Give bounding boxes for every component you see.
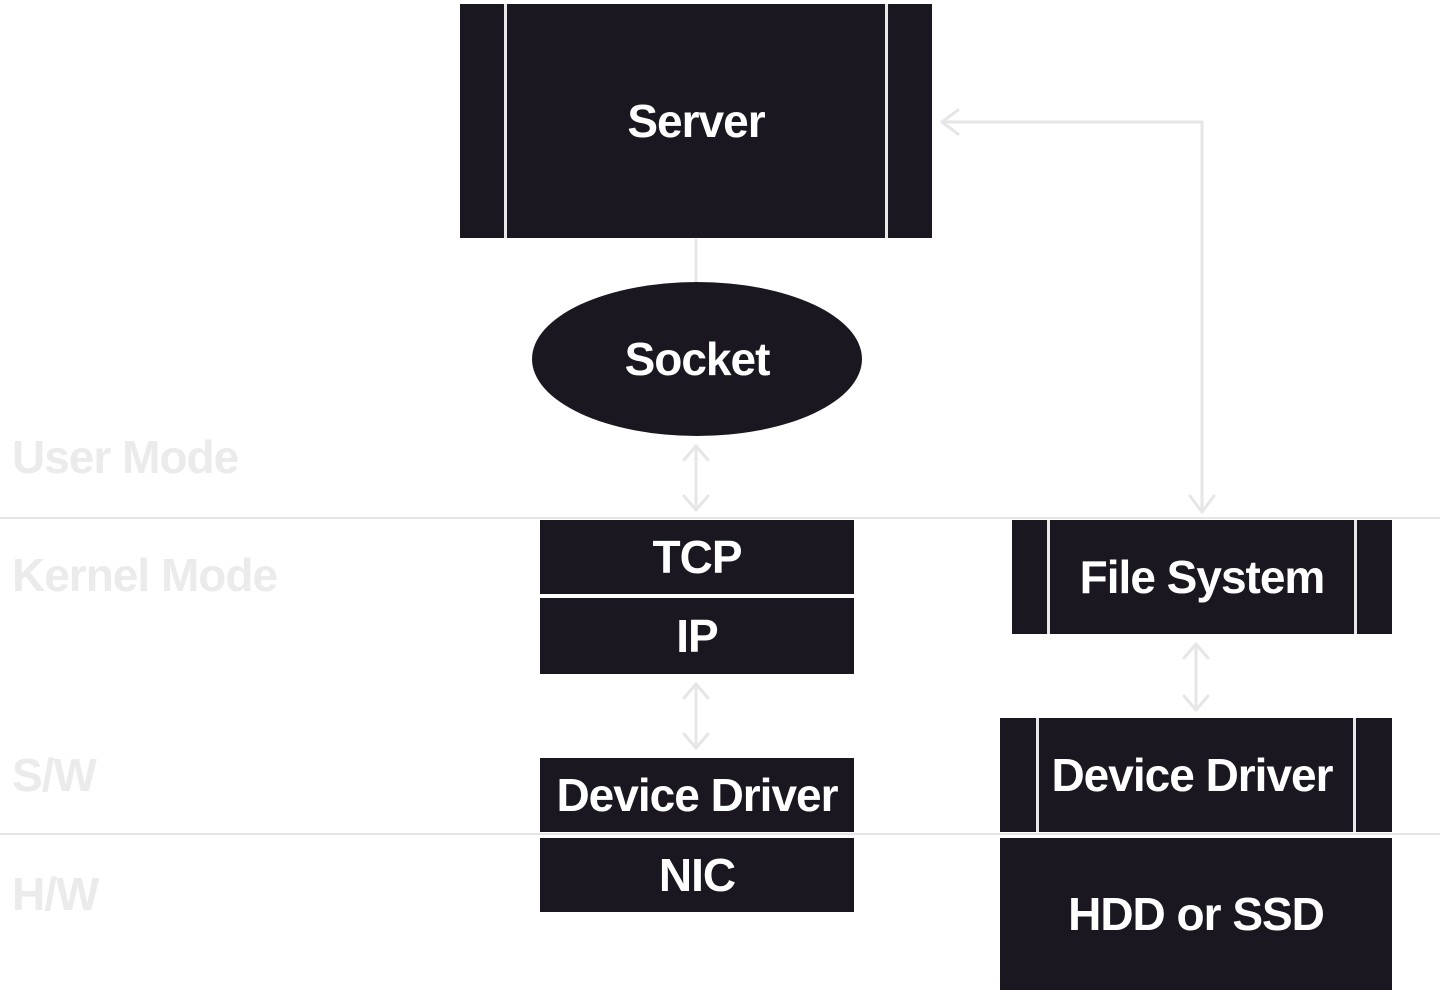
file-system-node: File System: [1012, 520, 1392, 634]
storage-node: HDD or SSD: [1000, 838, 1392, 990]
server-node: Server: [460, 4, 932, 238]
hardware-label: H/W: [12, 868, 99, 920]
socket-node: Socket: [532, 282, 862, 436]
user-mode-label: User Mode: [12, 431, 239, 483]
file-system-left-bar: [1047, 520, 1050, 634]
tcp-node: TCP: [540, 520, 854, 594]
tcp-label: TCP: [652, 531, 743, 583]
filesystem-driver-arrowhead-up: [1182, 642, 1210, 660]
socket-tcp-arrowhead-up: [682, 444, 710, 462]
software-label: S/W: [12, 749, 97, 801]
user-kernel-divider: [0, 517, 1440, 519]
storage-driver-label: Device Driver: [1051, 749, 1333, 801]
server-filesystem-arrowhead-down: [1188, 494, 1216, 514]
file-system-right-bar: [1354, 520, 1357, 634]
storage-driver-right-bar: [1353, 718, 1356, 832]
server-right-bar: [885, 4, 888, 238]
server-label: Server: [627, 95, 765, 147]
storage-driver-left-bar: [1036, 718, 1039, 832]
server-filesystem-connector: [940, 120, 1204, 514]
storage-label: HDD or SSD: [1068, 888, 1325, 940]
network-driver-node: Device Driver: [540, 758, 854, 832]
ip-driver-arrowhead-down: [682, 732, 710, 750]
server-left-bar: [504, 4, 507, 238]
kernel-mode-label: Kernel Mode: [12, 549, 278, 601]
filesystem-driver-arrowhead-down: [1182, 694, 1210, 712]
socket-tcp-arrowhead-down: [682, 494, 710, 512]
ip-node: IP: [540, 598, 854, 674]
ip-driver-arrowhead-up: [682, 682, 710, 700]
server-filesystem-arrowhead-left: [940, 108, 960, 136]
network-driver-label: Device Driver: [556, 769, 838, 821]
nic-node: NIC: [540, 838, 854, 912]
storage-driver-node: Device Driver: [1000, 718, 1392, 832]
nic-label: NIC: [658, 849, 736, 901]
socket-label: Socket: [624, 333, 771, 385]
ip-label: IP: [676, 610, 718, 662]
file-system-label: File System: [1079, 551, 1326, 603]
software-hardware-divider: [0, 833, 1440, 835]
